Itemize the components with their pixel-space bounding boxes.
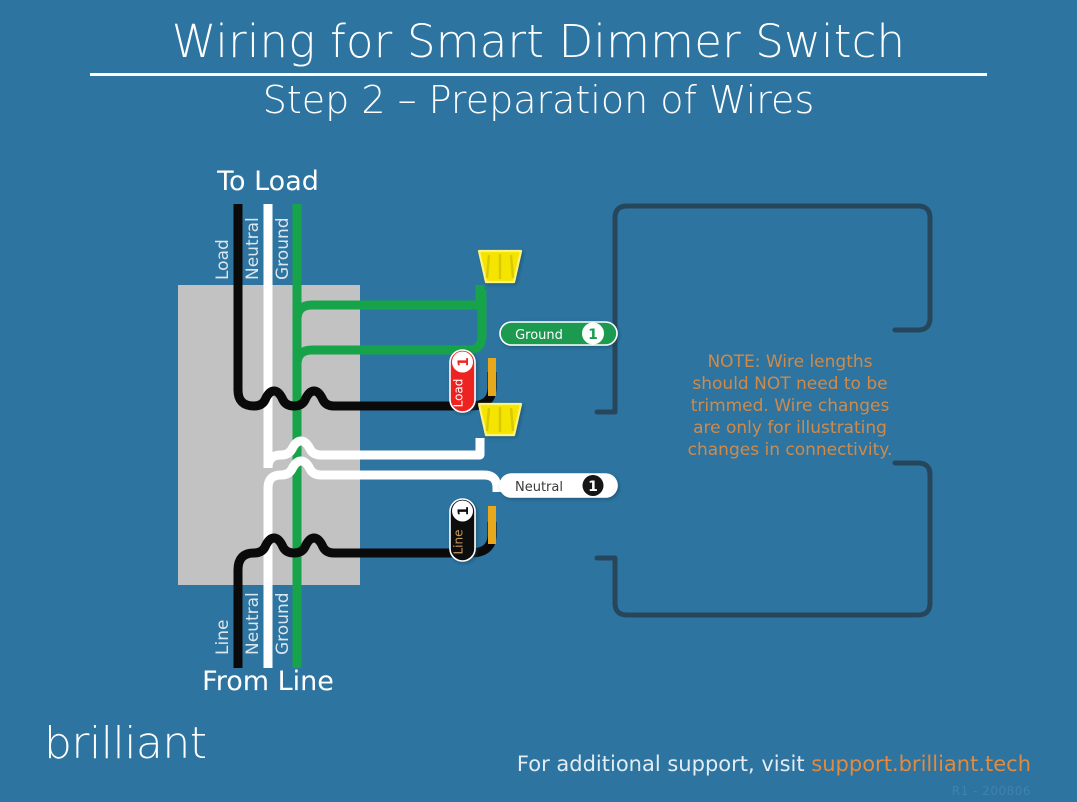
wire-label-ground-bottom: Ground — [273, 592, 293, 655]
brilliant-logo: brilliant — [44, 718, 207, 769]
device-outline-lower — [594, 460, 933, 618]
neutral-wire-to-nut — [263, 436, 485, 469]
wiring-diagram: Ground 1 Neutral 1 1 Load 1 Line To Load — [178, 166, 933, 697]
tag-neutral[interactable]: Neutral 1 — [499, 473, 618, 498]
note-line-2: trimmed. Wire changes — [691, 396, 890, 416]
tag-line-badge: 1 — [456, 506, 472, 516]
tag-ground[interactable]: Ground 1 — [499, 321, 618, 346]
support-link[interactable]: support.brilliant.tech — [811, 752, 1031, 776]
support-prefix: For additional support, visit — [516, 752, 812, 776]
revision-label: R1 - 200806 — [951, 784, 1031, 798]
tag-load-label: Load — [452, 379, 466, 408]
note-line-0: NOTE: Wire lengths — [707, 352, 872, 372]
wire-label-ground-top: Ground — [273, 217, 293, 280]
tag-load[interactable]: 1 Load — [449, 349, 476, 413]
note-line-1: should NOT need to be — [692, 374, 887, 394]
tag-line[interactable]: 1 Line — [449, 498, 476, 562]
caption-from-line: From Line — [202, 666, 334, 697]
wire-label-load-top: Load — [213, 239, 233, 280]
note-line-3: are only for illustrating — [693, 418, 887, 438]
ground-wire-device-branch — [292, 290, 487, 366]
note-block: NOTE: Wire lengths should NOT need to be… — [688, 352, 893, 460]
device-outline-upper — [594, 203, 933, 415]
ground-wire-to-nut — [292, 285, 485, 321]
caption-to-load: To Load — [216, 166, 319, 197]
title-divider — [90, 73, 987, 77]
neutral-wire-nut — [477, 402, 523, 437]
page-title: Wiring for Smart Dimmer Switch — [171, 15, 906, 68]
note-line-4: changes in connectivity. — [688, 440, 893, 460]
neutral-wire-device-branch — [263, 456, 502, 493]
tag-load-badge: 1 — [456, 357, 472, 367]
load-wire — [233, 204, 497, 411]
tag-ground-badge: 1 — [588, 327, 598, 343]
wire-label-neutral-bottom: Neutral — [243, 592, 263, 655]
wire-label-line-bottom: Line — [213, 620, 233, 655]
line-wire — [233, 522, 497, 668]
load-stripped-end — [488, 358, 496, 396]
line-stripped-end — [488, 506, 496, 544]
support-text: For additional support, visit support.br… — [517, 752, 1031, 776]
wire-label-neutral-top: Neutral — [243, 217, 263, 280]
page-subtitle: Step 2 – Preparation of Wires — [262, 78, 815, 123]
tag-neutral-label: Neutral — [515, 480, 563, 495]
tag-line-label: Line — [452, 529, 466, 554]
ground-wire-nut — [477, 249, 523, 284]
slide-header: Wiring for Smart Dimmer Switch Step 2 – … — [0, 18, 1077, 122]
tag-neutral-badge: 1 — [588, 479, 598, 495]
tag-ground-label: Ground — [515, 328, 563, 343]
